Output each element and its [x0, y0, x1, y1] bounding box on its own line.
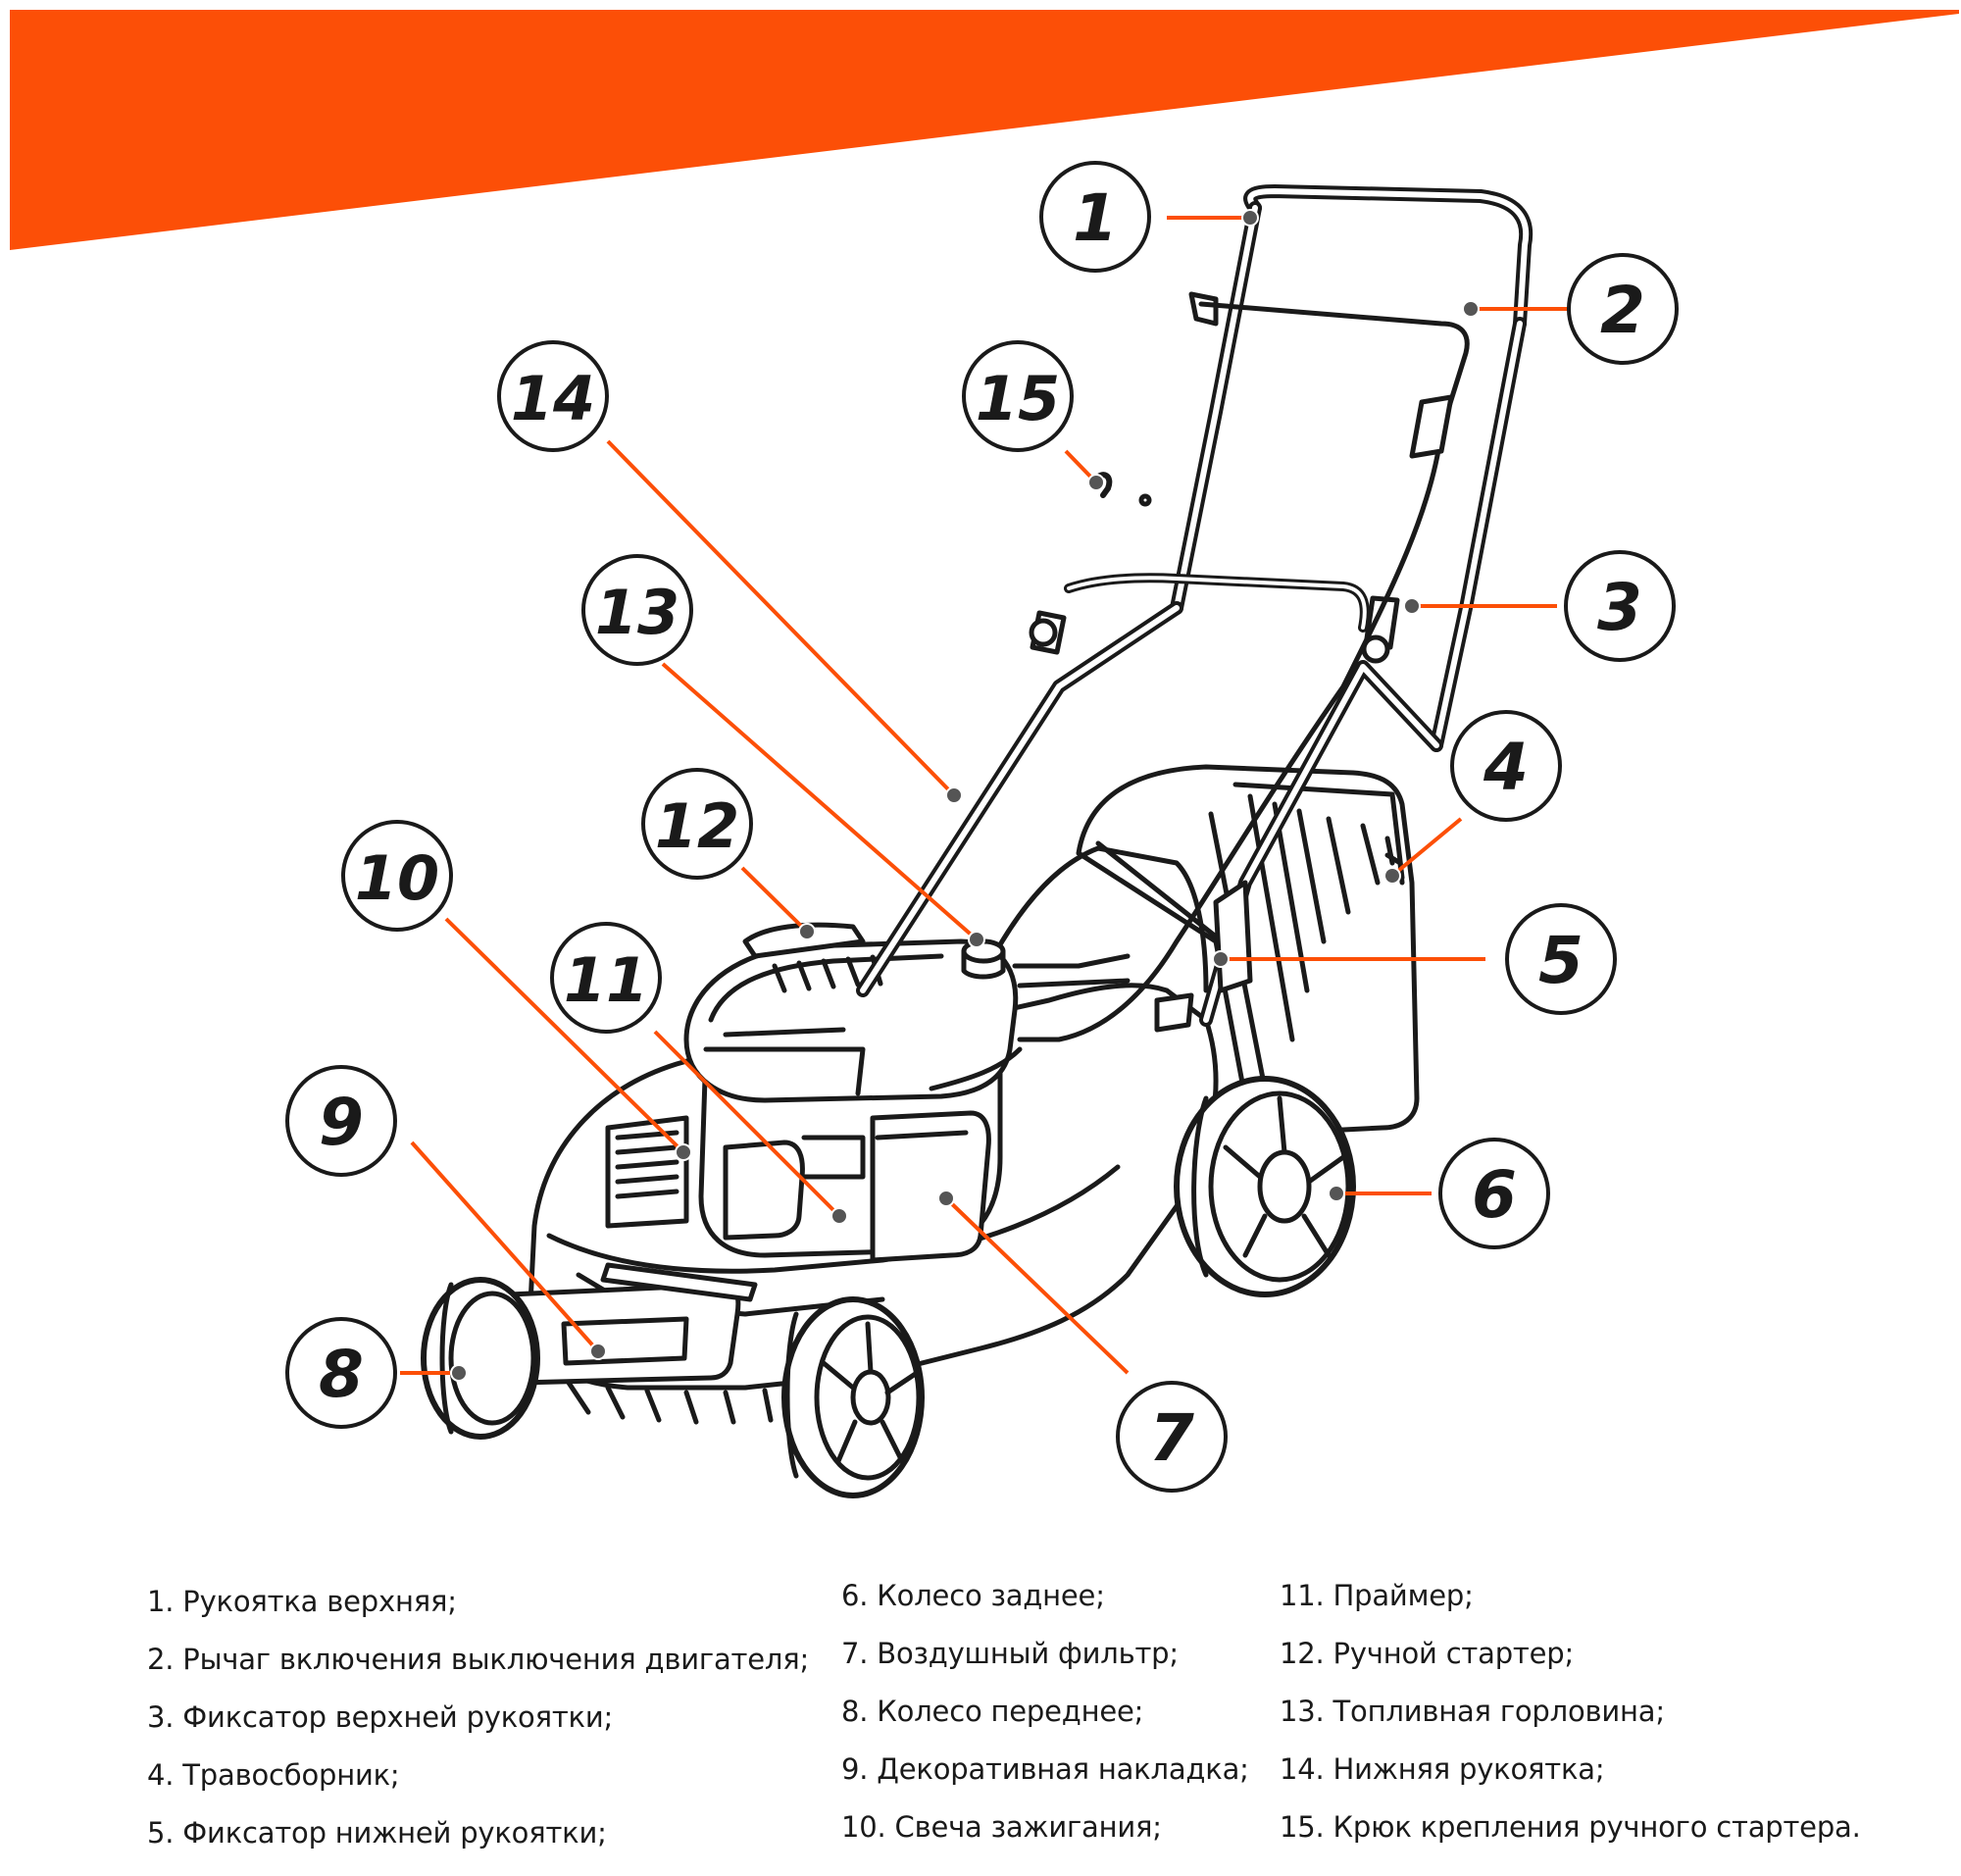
legend-item: 15. Крюк крепления ручного стартера. — [1280, 1810, 1861, 1844]
callout-3-label: 3 — [1597, 570, 1642, 645]
callout-4-label: 4 — [1483, 730, 1529, 805]
legend-item: 3. Фиксатор верхней рукоятки; — [147, 1700, 614, 1734]
callout-15: 15 — [962, 340, 1074, 452]
callout-14-label: 14 — [511, 363, 595, 434]
legend-item: 12. Ручной стартер; — [1280, 1637, 1575, 1670]
mower-illustration — [421, 184, 1534, 1498]
legend-column-3: 11. Праймер; 12. Ручной стартер; 13. Топ… — [1280, 1581, 1861, 1870]
legend-item: 6. Колесо заднее; — [841, 1579, 1105, 1612]
callout-8-label: 8 — [319, 1337, 364, 1412]
callout-7: 7 — [1116, 1381, 1228, 1493]
legend-item: 10. Свеча зажигания; — [841, 1810, 1162, 1844]
callout-9: 9 — [285, 1065, 397, 1177]
legend-item: 1. Рукоятка верхняя; — [147, 1585, 457, 1618]
callout-10: 10 — [341, 820, 453, 932]
rear-wheel — [1174, 1076, 1356, 1297]
callout-11-label: 11 — [564, 944, 648, 1016]
front-right-wheel — [781, 1296, 925, 1498]
callout-3: 3 — [1564, 550, 1676, 662]
callout-14: 14 — [497, 340, 609, 452]
leader-dots — [450, 209, 1480, 1382]
legend-column-2: 6. Колесо заднее; 7. Воздушный фильтр; 8… — [841, 1581, 1249, 1870]
callout-12: 12 — [641, 768, 753, 880]
callout-10-label: 10 — [355, 842, 439, 914]
callout-15-label: 15 — [976, 363, 1060, 434]
legend-item: 4. Травосборник; — [147, 1758, 400, 1792]
legend-item: 7. Воздушный фильтр; — [841, 1637, 1179, 1670]
legend-item: 13. Топливная горловина; — [1280, 1695, 1665, 1728]
leader-lines — [400, 216, 1569, 1375]
legend-item: 8. Колесо переднее; — [841, 1695, 1144, 1728]
front-left-wheel — [421, 1277, 540, 1440]
header-banner — [10, 10, 1959, 250]
callouts: 1 2 3 4 5 6 7 8 — [285, 161, 1679, 1493]
callout-1-label: 1 — [1073, 180, 1118, 256]
legend-item: 5. Фиксатор нижней рукоятки; — [147, 1816, 607, 1850]
callout-1: 1 — [1039, 161, 1151, 273]
callout-12-label: 12 — [655, 790, 739, 862]
legend-item: 11. Праймер; — [1280, 1579, 1474, 1612]
legend-item: 2. Рычаг включения выключения двигателя; — [147, 1643, 810, 1676]
callout-13: 13 — [581, 554, 693, 666]
callout-2: 2 — [1567, 253, 1679, 365]
legend-column-1: 1. Рукоятка верхняя; 2. Рычаг включения … — [147, 1587, 809, 1876]
callout-2-label: 2 — [1600, 273, 1645, 348]
callout-4: 4 — [1450, 710, 1562, 822]
legend-item: 9. Декоративная накладка; — [841, 1752, 1249, 1786]
callout-8: 8 — [285, 1317, 397, 1429]
callout-7-label: 7 — [1149, 1400, 1194, 1476]
engine — [605, 922, 1023, 1263]
callout-6: 6 — [1438, 1138, 1550, 1249]
callout-9-label: 9 — [319, 1085, 364, 1160]
legend-item: 14. Нижняя рукоятка; — [1280, 1752, 1605, 1786]
callout-5: 5 — [1505, 903, 1617, 1015]
handle-assembly — [856, 184, 1534, 1042]
callout-11: 11 — [550, 922, 662, 1034]
callout-6-label: 6 — [1472, 1157, 1517, 1233]
callout-13-label: 13 — [595, 577, 679, 648]
callout-5-label: 5 — [1538, 923, 1584, 998]
